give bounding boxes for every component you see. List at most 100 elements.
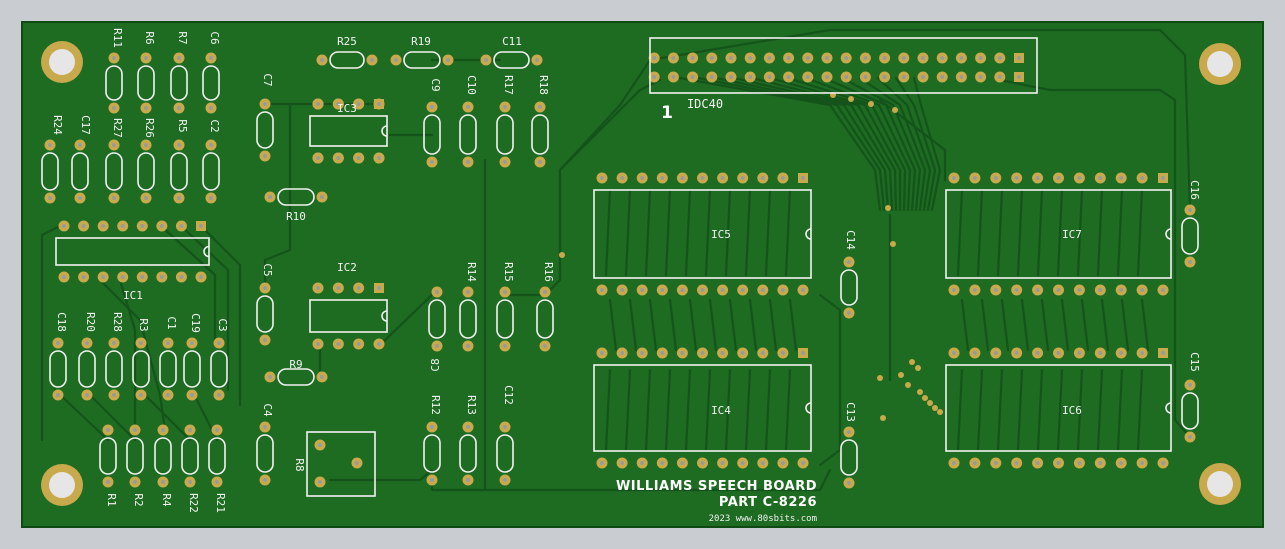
ic3-pin-bot-1-drill — [336, 156, 341, 160]
trace-ic1-a — [198, 223, 242, 407]
ic7-pin-top-4-drill — [1035, 176, 1040, 180]
r1-label: R1 — [105, 493, 118, 506]
trace-gnd-mid — [263, 102, 292, 289]
r20-pad2-drill — [85, 393, 89, 397]
ic1-pin-bot-0-drill — [62, 275, 66, 279]
c17-pad2-drill — [78, 196, 82, 200]
ic4-pin-top-0-drill — [600, 351, 604, 355]
c10-label: C10 — [465, 75, 478, 95]
ic3-body — [309, 115, 388, 147]
ic5-pin-top-8-drill — [760, 176, 765, 180]
ic7-pin-top-7-drill — [1098, 176, 1103, 180]
via-4 — [892, 107, 898, 113]
trace-ic5-bus-5 — [704, 188, 712, 277]
trace-ic5-ic4-2 — [648, 298, 658, 352]
trace-idc-fan-3 — [732, 76, 894, 212]
ic7-pin-bot-3-drill — [1014, 288, 1019, 292]
trace-ic6-bus-6 — [1076, 368, 1084, 452]
r19-pad2-drill — [446, 58, 450, 62]
trace-ic5-ic4-6 — [728, 298, 738, 352]
ic4-pin-bot-8-drill — [760, 461, 765, 465]
trace-ic7-bus-1 — [976, 188, 984, 277]
trace-bus-2 — [558, 78, 662, 172]
trace-ic6-bus-4 — [1036, 368, 1044, 452]
idc40-pin-bot-10-drill — [825, 75, 829, 79]
trace-idc-fan-0 — [678, 76, 882, 212]
r21-pad2-drill — [215, 480, 219, 484]
connector-label: IDC40 — [687, 97, 723, 111]
c9-label: C9 — [429, 78, 442, 91]
c2-label: C2 — [208, 119, 221, 132]
trace-ic1-e — [118, 278, 137, 442]
ic6-pin-top-3-drill — [1014, 351, 1019, 355]
c5-outline — [256, 295, 274, 333]
ic2-body — [309, 299, 388, 333]
c6-pad2-drill — [209, 106, 213, 110]
trace-ic5-ic4-7 — [748, 298, 758, 352]
c18-pad1-drill — [56, 341, 60, 345]
trace-ic7-feed — [878, 98, 947, 182]
ic5-pin-top-4-drill — [680, 176, 685, 180]
ic5-pin-bot-4-drill — [680, 288, 685, 292]
ic3-pin-bot-2-drill — [356, 156, 361, 160]
ic4-pin-top-8-drill — [760, 351, 765, 355]
r16-outline — [536, 299, 554, 339]
c11-outline — [493, 51, 530, 69]
r2-outline — [126, 437, 144, 475]
trace-ic4-bus-2 — [644, 368, 652, 452]
ic5-pin-top-7-drill — [740, 176, 745, 180]
r25-pad1-drill — [320, 58, 324, 62]
r26-outline — [137, 152, 155, 191]
ic1-pin-top-7-drill — [199, 224, 203, 228]
ic4-pin-bot-6-drill — [720, 461, 725, 465]
ic4-pin-bot-0-drill — [600, 461, 604, 465]
ic6-pin-bot-4-drill — [1035, 461, 1040, 465]
silkscreen-outlines — [41, 37, 1199, 497]
trace-ic5-ic4-9 — [788, 298, 798, 352]
ic2-pin-bot-1-drill — [336, 342, 341, 346]
ic6-pin-top-2-drill — [993, 351, 998, 355]
ic3-pin-top-1-drill — [336, 102, 341, 106]
ic5-pin-top-1-drill — [620, 176, 625, 180]
c18-outline — [49, 350, 67, 388]
c3-pad2-drill — [217, 393, 221, 397]
ic4-pin-top-7-drill — [740, 351, 745, 355]
c4-label: C4 — [261, 403, 274, 417]
board-title: WILLIAMS SPEECH BOARD — [616, 479, 817, 494]
c5-label: C5 — [261, 263, 274, 276]
trace-ic5-bus-9 — [784, 188, 792, 277]
c1-label: C1 — [165, 316, 178, 329]
ic4-pin-bot-4-drill — [680, 461, 685, 465]
trace-ic4-bus-7 — [744, 368, 752, 452]
r21-label: R21 — [214, 493, 227, 513]
trace-idc-fan-5 — [768, 76, 902, 212]
c11-pad2-drill — [535, 58, 539, 62]
copper-traces — [40, 28, 1192, 492]
c13-pad2-drill — [847, 481, 851, 485]
trace-left-rail — [40, 223, 64, 442]
ic7-pin-top-3-drill — [1014, 176, 1019, 180]
ic7-notch — [1165, 228, 1172, 240]
trace-ic5-ic4-4 — [688, 298, 698, 352]
idc40-pin-bot-4-drill — [940, 75, 945, 79]
ic6-pin-top-6-drill — [1077, 351, 1082, 355]
via-5 — [885, 205, 891, 211]
pin1-marker: 1 — [661, 103, 673, 123]
r20-pad1-drill — [85, 341, 89, 345]
ic2-pin-top-3-drill — [377, 286, 381, 290]
idc40-pin-top-6-drill — [901, 56, 906, 60]
ic5-label: IC5 — [711, 228, 731, 241]
ic4-pin-top-9-drill — [780, 351, 785, 355]
ic1-label: IC1 — [123, 289, 143, 302]
c7-pad1-drill — [263, 102, 267, 106]
c14-pad2-drill — [847, 311, 851, 315]
c17-pad1-drill — [78, 143, 82, 147]
r13-label: R13 — [465, 395, 478, 415]
mounting-hole-bottom-left — [41, 464, 83, 506]
r9-pad1-drill — [268, 375, 272, 379]
r27-label: R27 — [111, 118, 124, 138]
mounting-hole-bottom-right — [1199, 463, 1241, 505]
c9-outline — [423, 114, 441, 155]
ic5-pin-top-9-drill — [780, 176, 785, 180]
idc40-pin-bot-11-drill — [805, 75, 810, 79]
